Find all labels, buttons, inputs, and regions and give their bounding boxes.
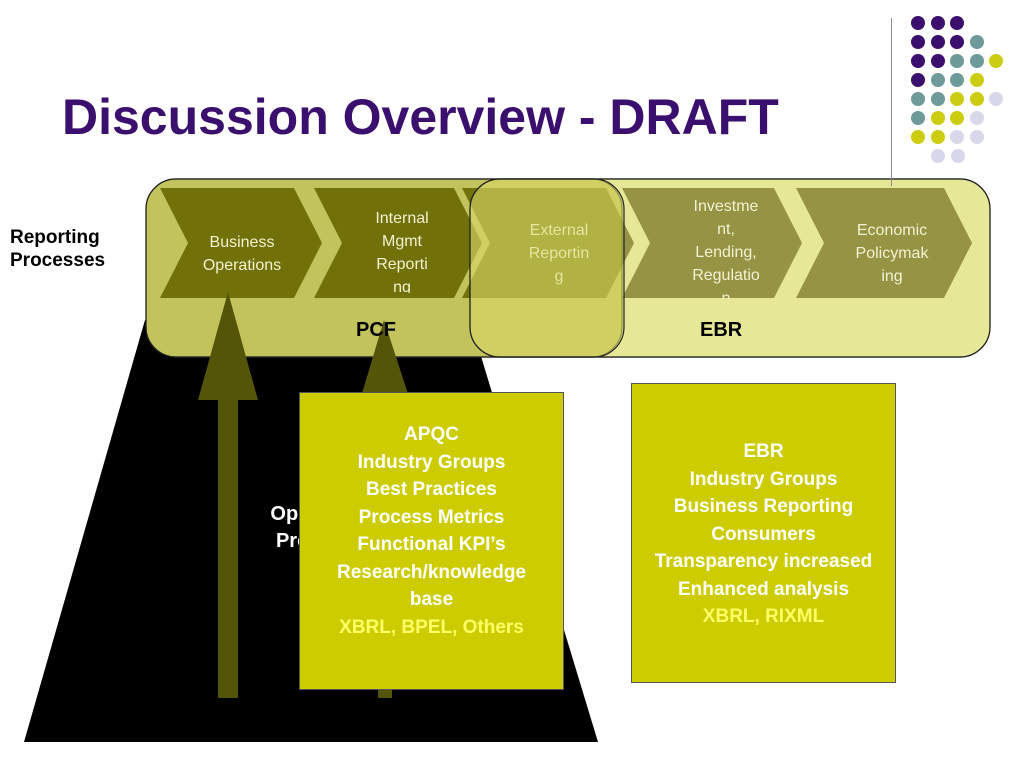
ebr-sources-box: EBR Industry Groups Business Reporting C… [631, 383, 896, 683]
chevron-line: Lending, [695, 244, 757, 261]
decorative-dot [911, 16, 925, 30]
ebr-box-line: Business Reporting [673, 496, 854, 517]
chevron-line: n [721, 290, 731, 299]
ebr-box-line: Enhanced analysis [677, 578, 850, 600]
decorative-dot [989, 92, 1003, 106]
chevron-line: Regulatio [692, 267, 760, 284]
decorative-dot [930, 92, 945, 106]
chevron-line: Internal [375, 210, 429, 227]
ebr-box-line: Transparency increased [654, 551, 873, 572]
slide-title: Discussion Overview - DRAFT [62, 89, 779, 145]
chevron-line: Reporti [376, 256, 428, 273]
chevron-line: Investme [693, 198, 759, 215]
decorative-dot [911, 111, 925, 125]
chevron-internal-mgmt-reporting [314, 188, 482, 298]
chevron-external-reporting [462, 188, 634, 298]
decorative-dot [930, 73, 945, 87]
chevron-line: Business [209, 234, 275, 251]
decorative-dot [930, 16, 945, 30]
ebr-box-line: Consumers [711, 523, 816, 545]
decorative-dot [950, 73, 964, 87]
ebr-label: EBR [700, 319, 743, 341]
chevron-line: External [529, 222, 589, 239]
decorative-dot [931, 149, 945, 163]
reporting-processes-label-line-1: Reporting [10, 227, 100, 248]
decorative-dot [911, 54, 925, 68]
decorative-dot [989, 54, 1003, 68]
chevron-line: g [554, 268, 564, 285]
pcf-box-line: Industry Groups [357, 451, 506, 473]
ebr-box-line: Industry Groups [689, 468, 838, 490]
decorative-dot [930, 130, 945, 144]
decorative-dot [930, 35, 945, 49]
decorative-dot [969, 73, 984, 87]
pcf-box-line: Process Metrics [358, 506, 505, 528]
pcf-box-standards: XBRL, BPEL, Others [339, 616, 524, 638]
decorative-dot [950, 92, 964, 106]
chevron-label-internal-mgmt-reporting: Internal Mgmt Reporti ng [348, 207, 456, 293]
decorative-dot [930, 111, 945, 125]
ebr-box-standards: XBRL, RIXML [702, 606, 825, 627]
decorative-dot [969, 92, 984, 106]
chevron-line: Economic [856, 222, 928, 239]
decorative-dot [950, 130, 964, 144]
decorative-dot [950, 111, 964, 125]
pcf-sources-box: APQC Industry Groups Best Practices Proc… [299, 392, 564, 690]
pcf-box-line: base [409, 589, 454, 610]
chevron-line: Operations [202, 257, 282, 274]
decorative-dot [969, 111, 984, 125]
reporting-processes-label: Reporting Processes [10, 226, 105, 272]
chevron-line: Mgmt [382, 233, 422, 250]
chevron-line: Reportin [528, 245, 590, 262]
pcf-box-line: Research/knowledge [336, 561, 527, 583]
pcf-box-line: Best Practices [366, 479, 497, 500]
chevron-economic-policymaking [796, 188, 972, 298]
chevron-label-investment-lending-regulation: Investme nt, Lending, Regulatio n [664, 195, 788, 299]
ebr-box-line: EBR [743, 441, 784, 462]
decorative-dot [930, 54, 945, 68]
decorative-dot [950, 35, 964, 49]
chevron-line: ng [393, 279, 411, 293]
reporting-processes-label-line-2: Processes [10, 250, 106, 271]
chevron-label-economic-policymaking: Economic Policymak ing [834, 219, 950, 288]
pcf-box-line: APQC [404, 424, 459, 445]
decorative-dot [969, 54, 984, 68]
decorative-dot [950, 54, 964, 68]
decorative-dot [969, 130, 984, 144]
chevron-line: ing [881, 268, 903, 285]
pcf-box-line: Functional KPI’s [357, 534, 506, 555]
chevron-investment-lending-regulation [622, 188, 802, 298]
chevron-business-operations [160, 188, 322, 298]
decorative-dot [911, 130, 925, 144]
decorative-dot [911, 92, 925, 106]
chevron-label-external-reporting: External Reportin g [502, 219, 616, 288]
external-reporting-highlight [469, 178, 625, 358]
pcf-label: PCF [356, 319, 396, 341]
decorative-dot [950, 16, 964, 30]
decorative-dot [911, 73, 925, 87]
decorative-dot [950, 149, 965, 163]
title-separator-line [891, 18, 892, 186]
chevron-label-business-operations: Business Operations [184, 231, 300, 277]
chevron-line: Policymak [855, 245, 929, 262]
decorative-dot [911, 35, 925, 49]
chevron-line: nt, [717, 221, 735, 238]
decorative-dot [969, 35, 984, 49]
arrow-up-business-operations [198, 292, 258, 698]
